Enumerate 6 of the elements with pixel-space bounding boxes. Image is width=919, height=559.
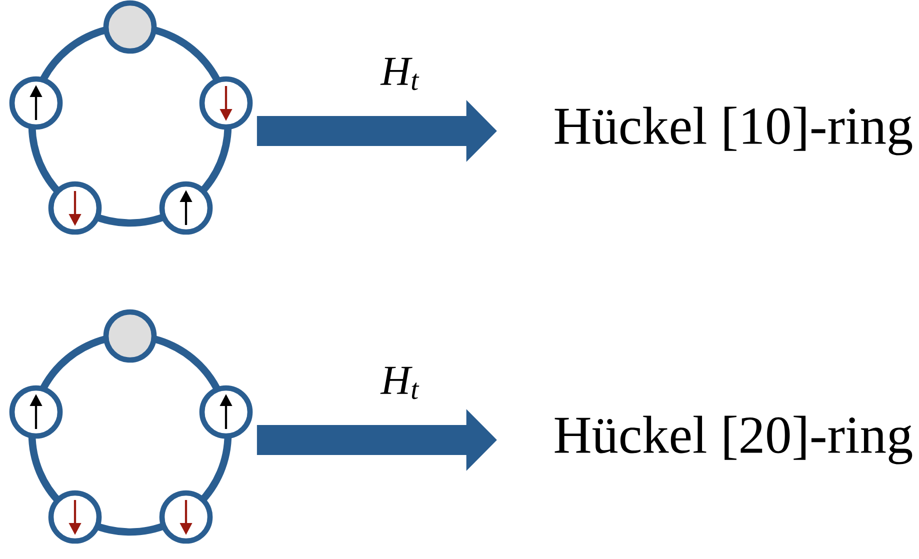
edge-label: H$_{t}$ [380,58,420,90]
edge-label: H$_{t}$ [380,366,420,400]
result-text: Hückel [10]-ring [554,106,912,156]
result-text: Hückel [20]-ring [554,416,912,464]
spin-ring-drawing [9,0,253,235]
spin-ring-drawing [9,309,253,544]
